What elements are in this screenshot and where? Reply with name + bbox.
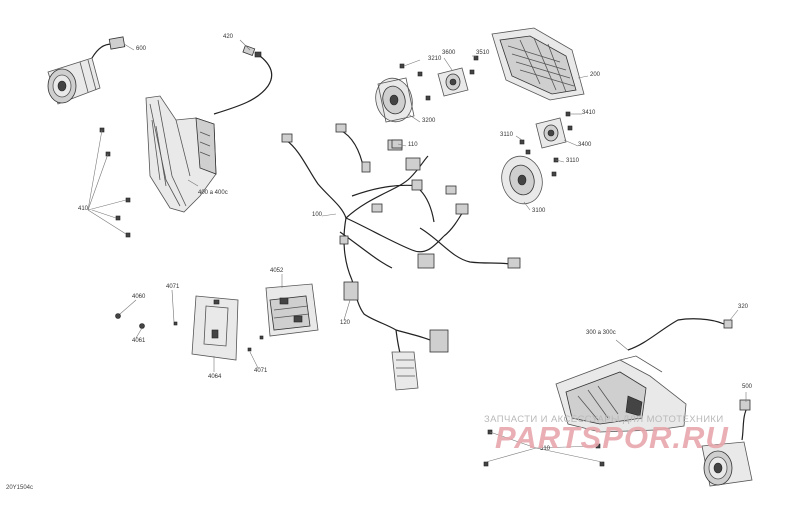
fog-lamp-600[interactable] — [47, 36, 126, 105]
screws-3210[interactable] — [399, 55, 479, 101]
label-3410: 3410 — [582, 110, 596, 116]
label-200: 200 — [590, 72, 601, 78]
label-3110-upper: 3110 — [500, 132, 513, 138]
label-410: 410 — [78, 206, 89, 212]
speaker-3200[interactable] — [371, 74, 417, 126]
label-3110-lower: 3110 — [566, 158, 579, 164]
label-4071-lower: 4071 — [254, 368, 268, 374]
label-3200: 3200 — [422, 118, 436, 124]
label-3510: 3510 — [476, 50, 490, 56]
label-3100: 3100 — [532, 208, 546, 214]
label-310: 310 — [540, 446, 551, 452]
module-4052[interactable] — [265, 283, 319, 337]
label-4071-upper: 4071 — [166, 284, 180, 290]
label-120: 120 — [340, 320, 351, 326]
leader-lines — [87, 39, 747, 463]
label-300: 300 a 300c — [586, 330, 616, 336]
label-4060: 4060 — [132, 294, 146, 300]
label-400: 400 a 400c — [198, 190, 228, 196]
label-600: 600 — [136, 46, 147, 52]
connector-110[interactable] — [391, 139, 403, 149]
tweeter-3400[interactable] — [535, 117, 567, 149]
headlamp-300[interactable] — [555, 355, 687, 433]
headlamp-400[interactable] — [145, 95, 217, 213]
instrument-cluster-200[interactable] — [491, 27, 585, 101]
label-500: 500 — [742, 384, 753, 390]
label-4052: 4052 — [270, 268, 284, 274]
watermark-text: ЗАПЧАСТИ И АКСЕССУАРЫ ДЛЯ МОТОТЕХНИКИ — [484, 414, 724, 425]
label-320: 320 — [738, 304, 749, 310]
connector-320[interactable] — [627, 318, 733, 351]
label-3210: 3210 — [428, 56, 442, 62]
wiring-harness-100[interactable] — [281, 123, 521, 391]
tweeter-3600[interactable] — [437, 67, 469, 97]
watermark-logo: PARTSPOR.RU — [495, 420, 729, 455]
label-3600: 3600 — [442, 50, 456, 56]
fasteners-4060[interactable] — [115, 313, 264, 352]
bracket-4064[interactable] — [191, 295, 239, 361]
label-110: 110 — [408, 142, 418, 148]
label-4064: 4064 — [208, 374, 222, 380]
fog-lamp-500[interactable] — [701, 399, 753, 487]
label-3400: 3400 — [578, 142, 592, 148]
screws-3110[interactable] — [551, 157, 559, 177]
diagram-code: 20Y1504c — [6, 485, 34, 491]
connector-420[interactable] — [213, 44, 273, 115]
label-420: 420 — [223, 34, 234, 40]
label-4061: 4061 — [132, 338, 146, 344]
label-100: 100 — [312, 212, 323, 218]
speaker-3100[interactable] — [496, 152, 547, 209]
